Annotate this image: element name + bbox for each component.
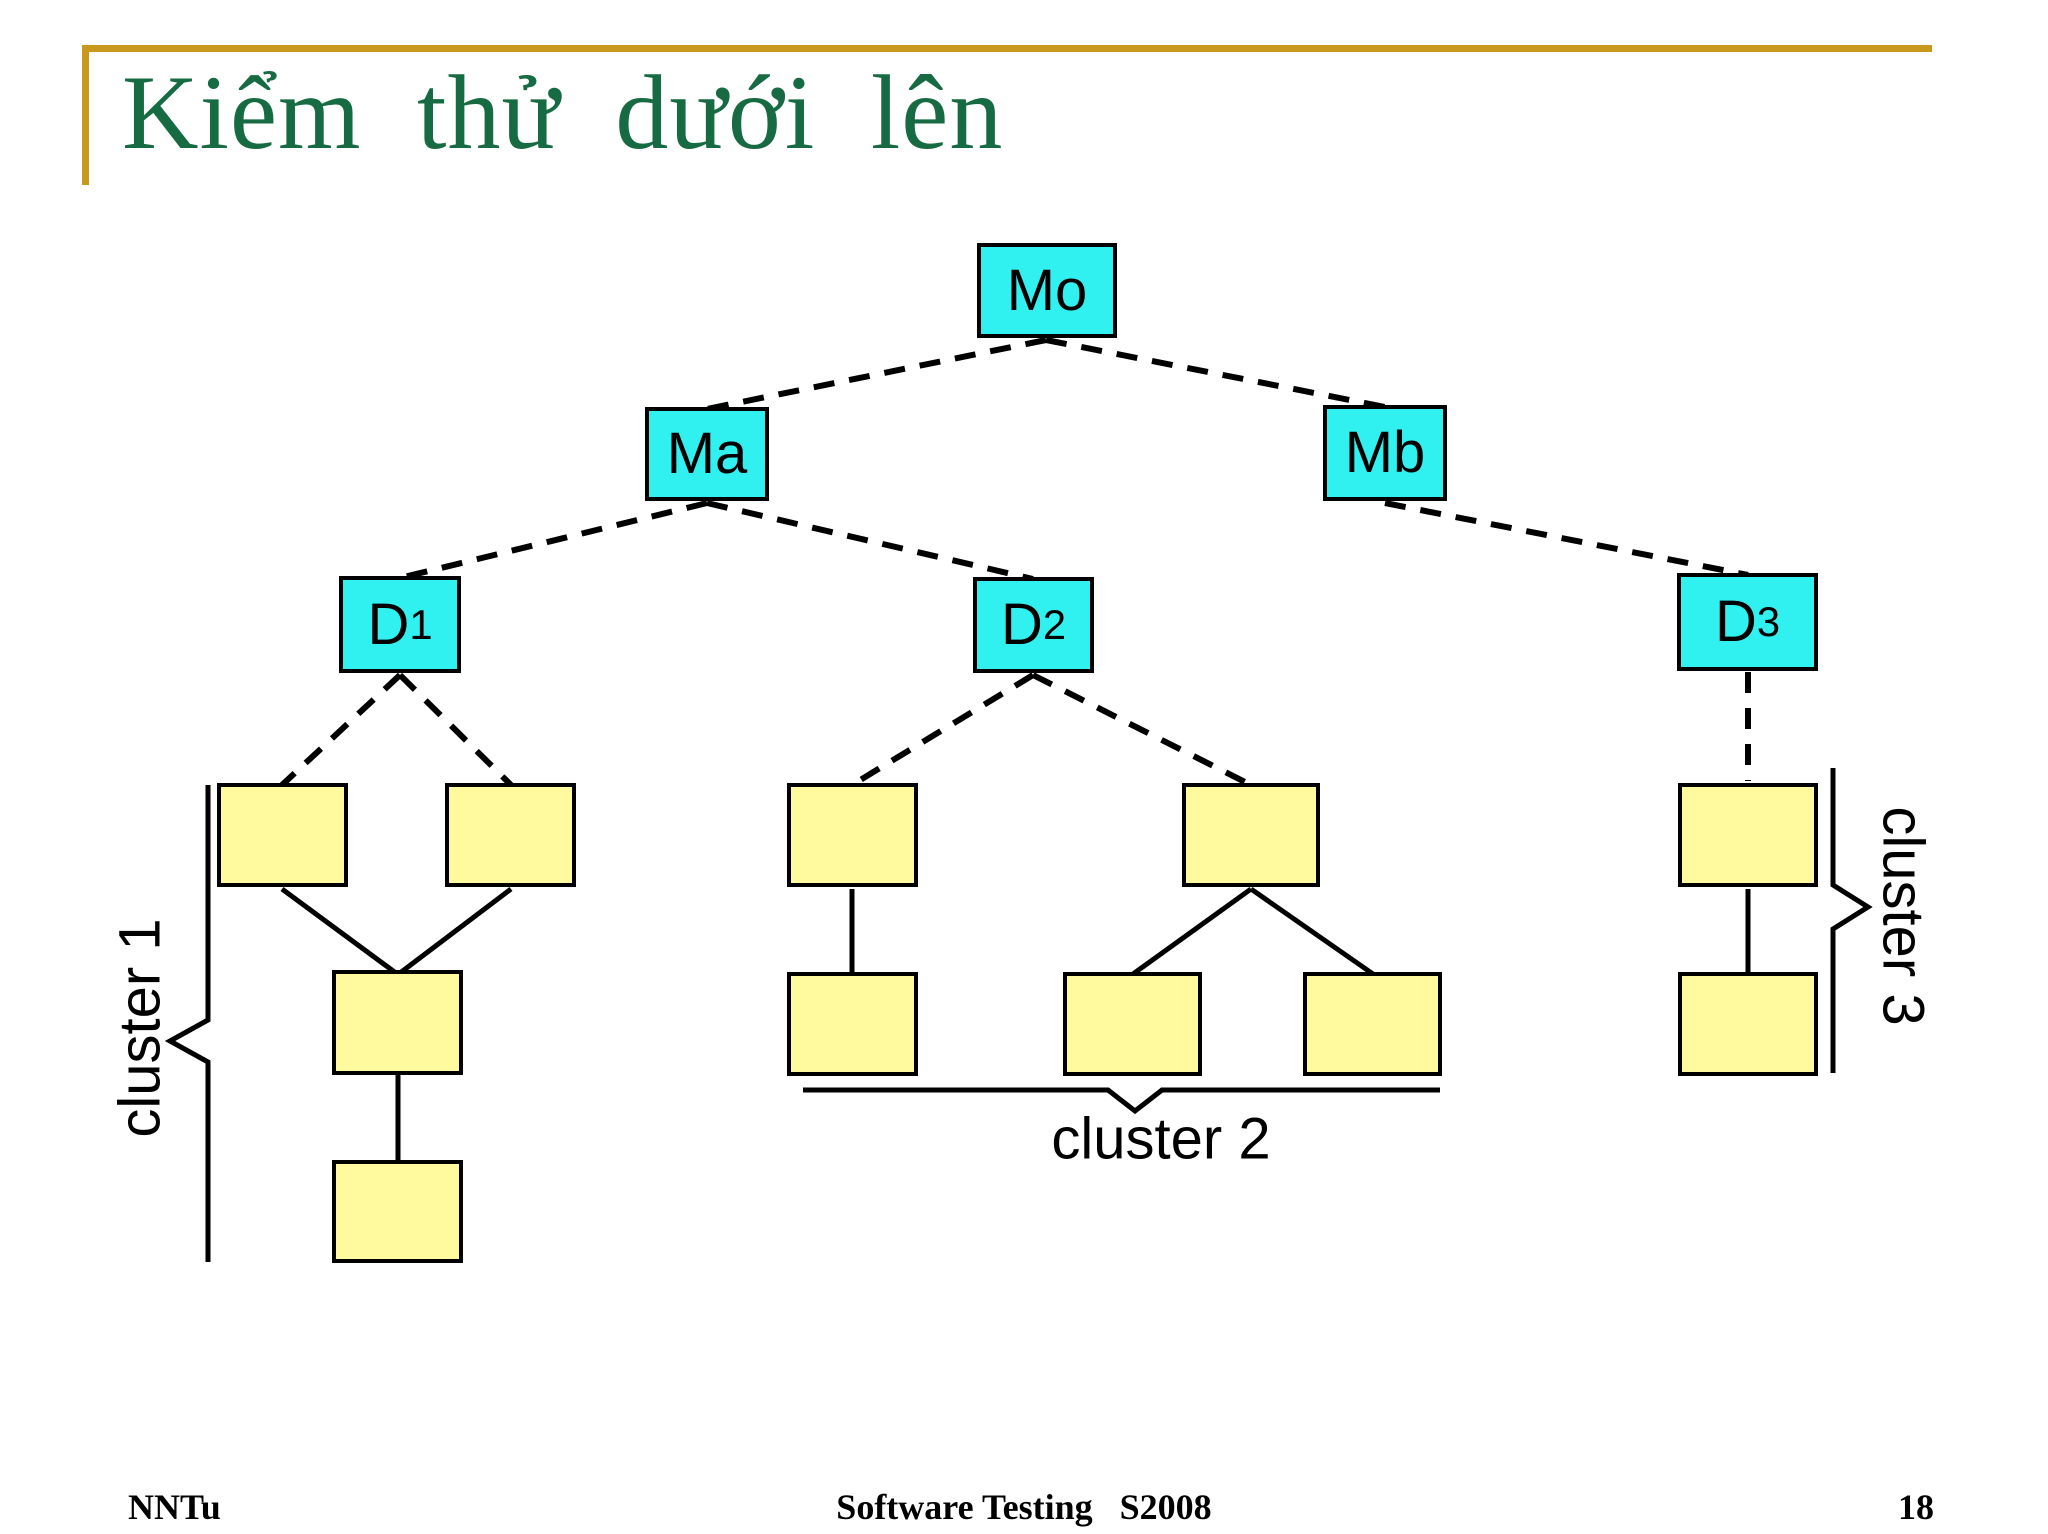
cluster3-module-top <box>1678 783 1818 887</box>
edge-d1-cluster1-left <box>279 672 403 788</box>
footer-course-label: Software Testing S2008 <box>836 1487 1212 1527</box>
edge-mo-mb <box>1045 337 1386 410</box>
node-d2-subscript: 2 <box>1042 601 1067 649</box>
edge-ma-d2 <box>706 500 1034 582</box>
edge-c2-right-to-right <box>1249 886 1375 977</box>
cluster2-module-top-left <box>787 783 918 887</box>
cluster1-module-top-left <box>217 783 348 887</box>
edge-c1-left-mid <box>280 886 402 979</box>
node-d2-label: D <box>1000 592 1043 657</box>
edge-mo-ma <box>706 337 1047 412</box>
node-ma-label: Ma <box>666 421 748 486</box>
cluster3-label: cluster 3 <box>1870 806 1936 1026</box>
cluster1-module-bottom <box>332 1160 463 1263</box>
edge-d2-cluster2-right <box>1031 672 1253 788</box>
edge-ma-d1 <box>399 500 708 581</box>
cluster1-brace <box>164 785 211 1262</box>
footer: NNTu Software Testing S2008 18 <box>0 1486 2048 1530</box>
edge-d1-cluster1-right <box>397 672 514 788</box>
cluster3-brace <box>1830 768 1873 1073</box>
edge-c1-right-mid <box>394 887 513 978</box>
footer-page-number: 18 <box>1898 1487 1934 1527</box>
cluster2-module-bottom-middle <box>1063 972 1202 1076</box>
cluster2-label: cluster 2 <box>1051 1106 1271 1172</box>
cluster2-module-top-right <box>1182 783 1320 887</box>
cluster1-module-middle <box>332 970 463 1075</box>
cluster1-label: cluster 1 <box>107 918 173 1138</box>
node-mb-label: Mb <box>1344 420 1426 485</box>
footer-author: NNTu <box>128 1487 221 1527</box>
node-d3-subscript: 3 <box>1756 598 1781 646</box>
edge-mb-d3 <box>1384 500 1749 578</box>
cluster2-brace <box>803 1087 1440 1115</box>
accent-line-top <box>82 45 1932 52</box>
node-d1-label: D <box>367 591 410 657</box>
cluster3-module-bottom <box>1678 972 1818 1076</box>
cluster2-module-bottom-right <box>1303 972 1442 1076</box>
accent-line-left <box>82 45 89 185</box>
node-mo-label: Mo <box>1006 257 1088 323</box>
node-mb: Mb <box>1323 405 1447 501</box>
slide-title: Kiểm thử dưới lên <box>122 54 1004 171</box>
node-d1-subscript: 1 <box>409 600 433 648</box>
node-mo: Mo <box>977 243 1117 338</box>
cluster2-module-bottom-left <box>787 972 918 1076</box>
node-d3-label: D <box>1714 589 1757 654</box>
edge-c2-right-to-mid <box>1131 886 1253 977</box>
node-ma: Ma <box>645 407 769 501</box>
cluster1-module-top-right <box>445 783 576 887</box>
edge-d2-cluster2-left <box>850 672 1035 788</box>
